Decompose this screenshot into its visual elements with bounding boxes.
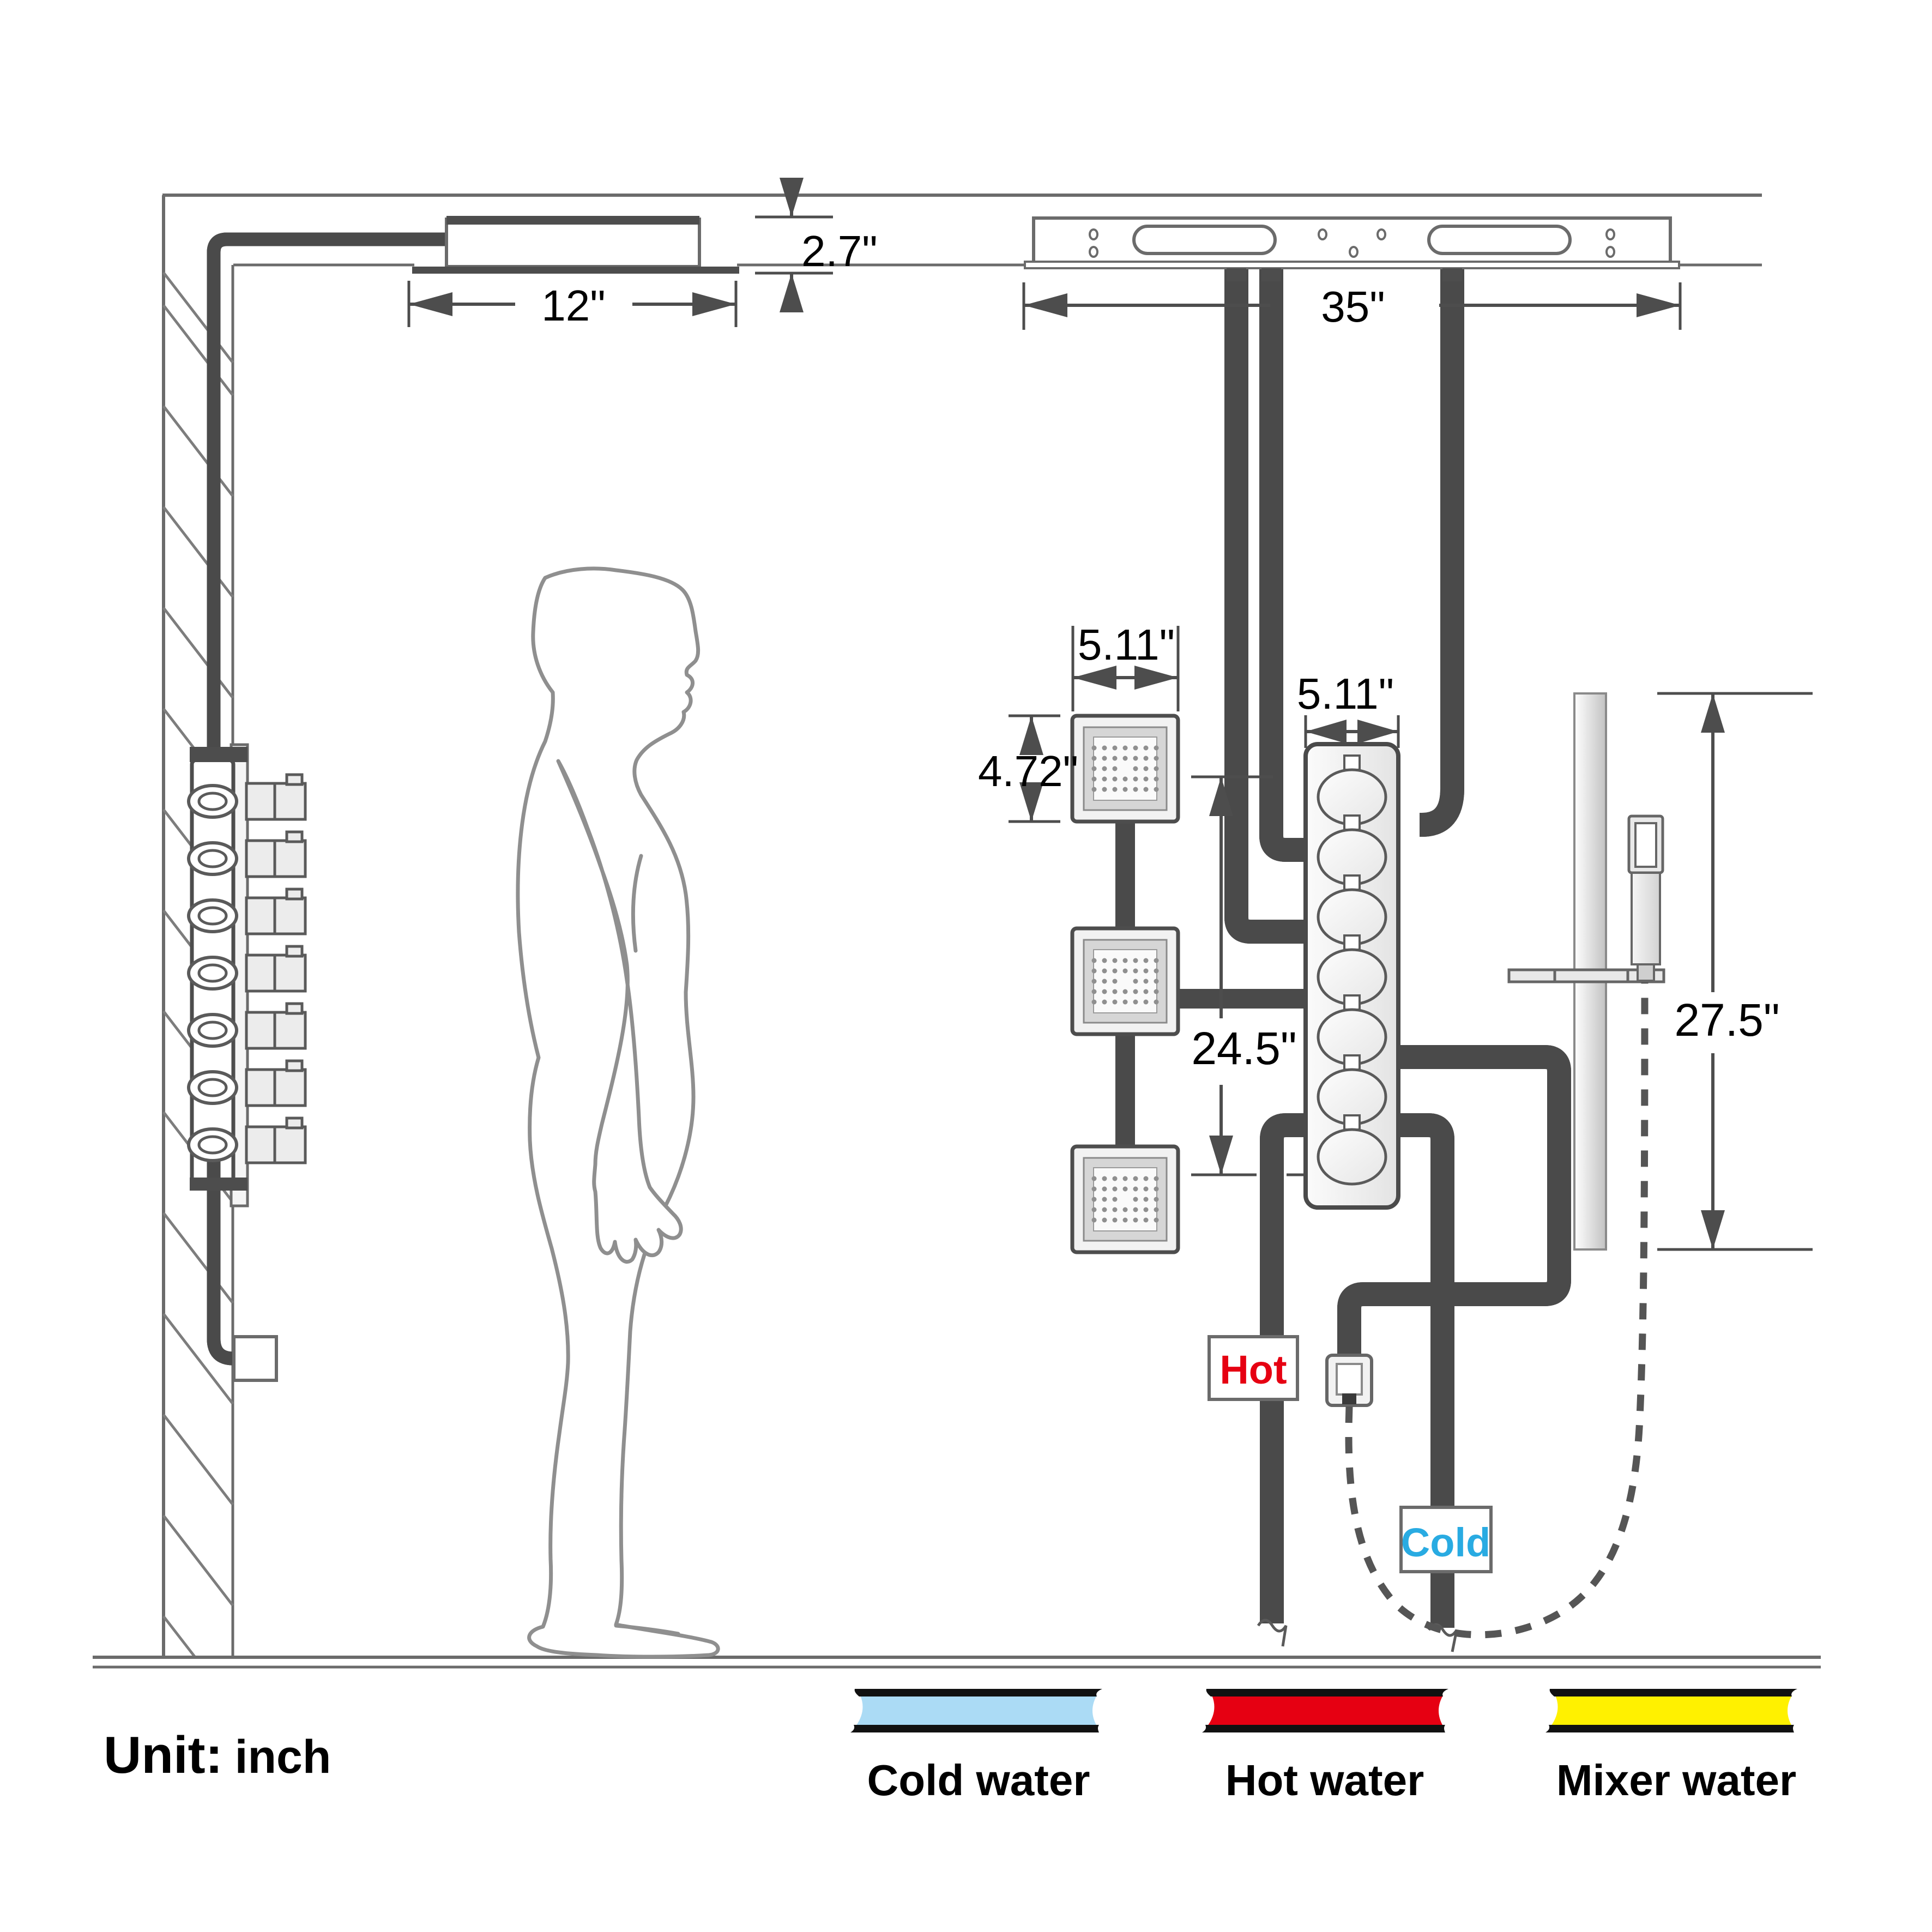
pipes	[1115, 269, 1571, 1652]
hot-label: Hot	[1219, 1347, 1287, 1392]
bracket-flange	[1024, 261, 1680, 269]
dim-slide-bar-length: 27.5"	[1657, 692, 1813, 1251]
dim-shower-head-width: 12"	[407, 281, 738, 330]
mixer-water-swatch	[1551, 1695, 1792, 1726]
human-figure-arm	[556, 759, 683, 1264]
shower-head-top-band	[446, 216, 699, 225]
dim-ceiling-bracket-width: 35"	[1022, 282, 1682, 331]
legend-item-cold: Cold water	[850, 1689, 1102, 1804]
human-figure	[516, 566, 720, 1659]
body-jets	[1072, 716, 1178, 1252]
ceiling-mounting-bracket	[1024, 216, 1680, 281]
hand-shower-supply	[1325, 982, 1649, 1639]
legend-label-cold: Cold water	[867, 1756, 1090, 1804]
dim-text-24-5: 24.5"	[1191, 1023, 1296, 1074]
legend-item-hot: Hot water	[1202, 1689, 1448, 1804]
cold-label: Cold	[1401, 1520, 1490, 1565]
hot-water-swatch	[1208, 1695, 1443, 1726]
hot-label-box	[1208, 1335, 1299, 1401]
mixer-pipe-wall	[207, 232, 452, 808]
dim-text-5-11-valve: 5.11"	[1297, 669, 1394, 718]
bracket-cutout-left	[1132, 225, 1277, 255]
supply-labels: Hot Cold	[1208, 1335, 1493, 1573]
supply-elbow-body	[1336, 1363, 1363, 1396]
hand-shower-nozzle	[1637, 963, 1655, 982]
cold-water-swatch	[856, 1695, 1097, 1726]
unit-note: Unit:inch	[104, 1726, 331, 1784]
dim-body-jet-width: 5.11"	[1071, 620, 1180, 711]
shower-hose	[1345, 982, 1649, 1639]
ceiling-shower-head	[207, 216, 739, 808]
pipe-stub-1	[1227, 268, 1246, 281]
valve-panel	[1303, 742, 1400, 1210]
dim-shower-head-thickness: 2.7"	[755, 178, 878, 312]
hand-shower-handle	[1631, 872, 1661, 965]
legend: Unit:inch Cold water Hot water Mixer wat…	[104, 1689, 1797, 1804]
pipe-stub-3	[1442, 268, 1462, 281]
body-jet-top	[1072, 716, 1178, 822]
dim-body-jet-span: 24.5"	[1191, 775, 1304, 1176]
unit-prefix: Unit:	[104, 1726, 223, 1784]
human-figure-foot-line	[614, 1623, 680, 1636]
human-figure-chest-line	[631, 854, 643, 953]
dim-text-12: 12"	[541, 281, 605, 330]
supply-elbow-connector	[1342, 1393, 1356, 1404]
bracket-arm-mid	[1553, 968, 1629, 983]
room-structure	[93, 194, 1821, 1669]
cold-label-box	[1399, 1506, 1493, 1573]
manifold-top-cap	[190, 747, 247, 762]
wall-jet-manifold	[189, 743, 305, 1382]
manifold-jet-bodies	[246, 775, 305, 1163]
shower-head-flange	[412, 267, 739, 274]
shower-head-body	[445, 218, 701, 268]
unit-word: inch	[235, 1731, 331, 1783]
dim-text-4-72: 4.72"	[978, 747, 1078, 795]
wall-supply-outlet-box	[232, 1335, 278, 1382]
pipe-stub-2	[1261, 268, 1281, 281]
bracket-arm-left	[1507, 968, 1556, 983]
hand-shower-face	[1634, 822, 1657, 868]
hot-pipe-break	[1257, 1619, 1288, 1647]
legend-label-mixer: Mixer water	[1556, 1756, 1796, 1804]
dim-text-27-5: 27.5"	[1674, 994, 1779, 1046]
body-jet-bottom	[1072, 1146, 1178, 1252]
dim-text-2-7: 2.7"	[801, 227, 878, 275]
dim-valve-width: 5.11"	[1297, 669, 1400, 748]
body-jet-middle	[1072, 928, 1178, 1034]
dim-body-jet-height: 4.72"	[978, 714, 1078, 823]
hand-shower-assembly	[1507, 692, 1665, 1251]
dim-text-35: 35"	[1321, 282, 1385, 331]
bracket-screw-holes	[1089, 228, 1615, 258]
manifold-bottom-cap	[190, 1178, 247, 1191]
legend-item-mixer: Mixer water	[1545, 1689, 1797, 1804]
dim-text-5-11-jet: 5.11"	[1078, 620, 1175, 669]
legend-label-hot: Hot water	[1225, 1756, 1424, 1804]
dimension-annotations: 12" 2.7" 35" 5.	[407, 178, 1813, 1251]
bracket-cutout-right	[1427, 225, 1572, 255]
